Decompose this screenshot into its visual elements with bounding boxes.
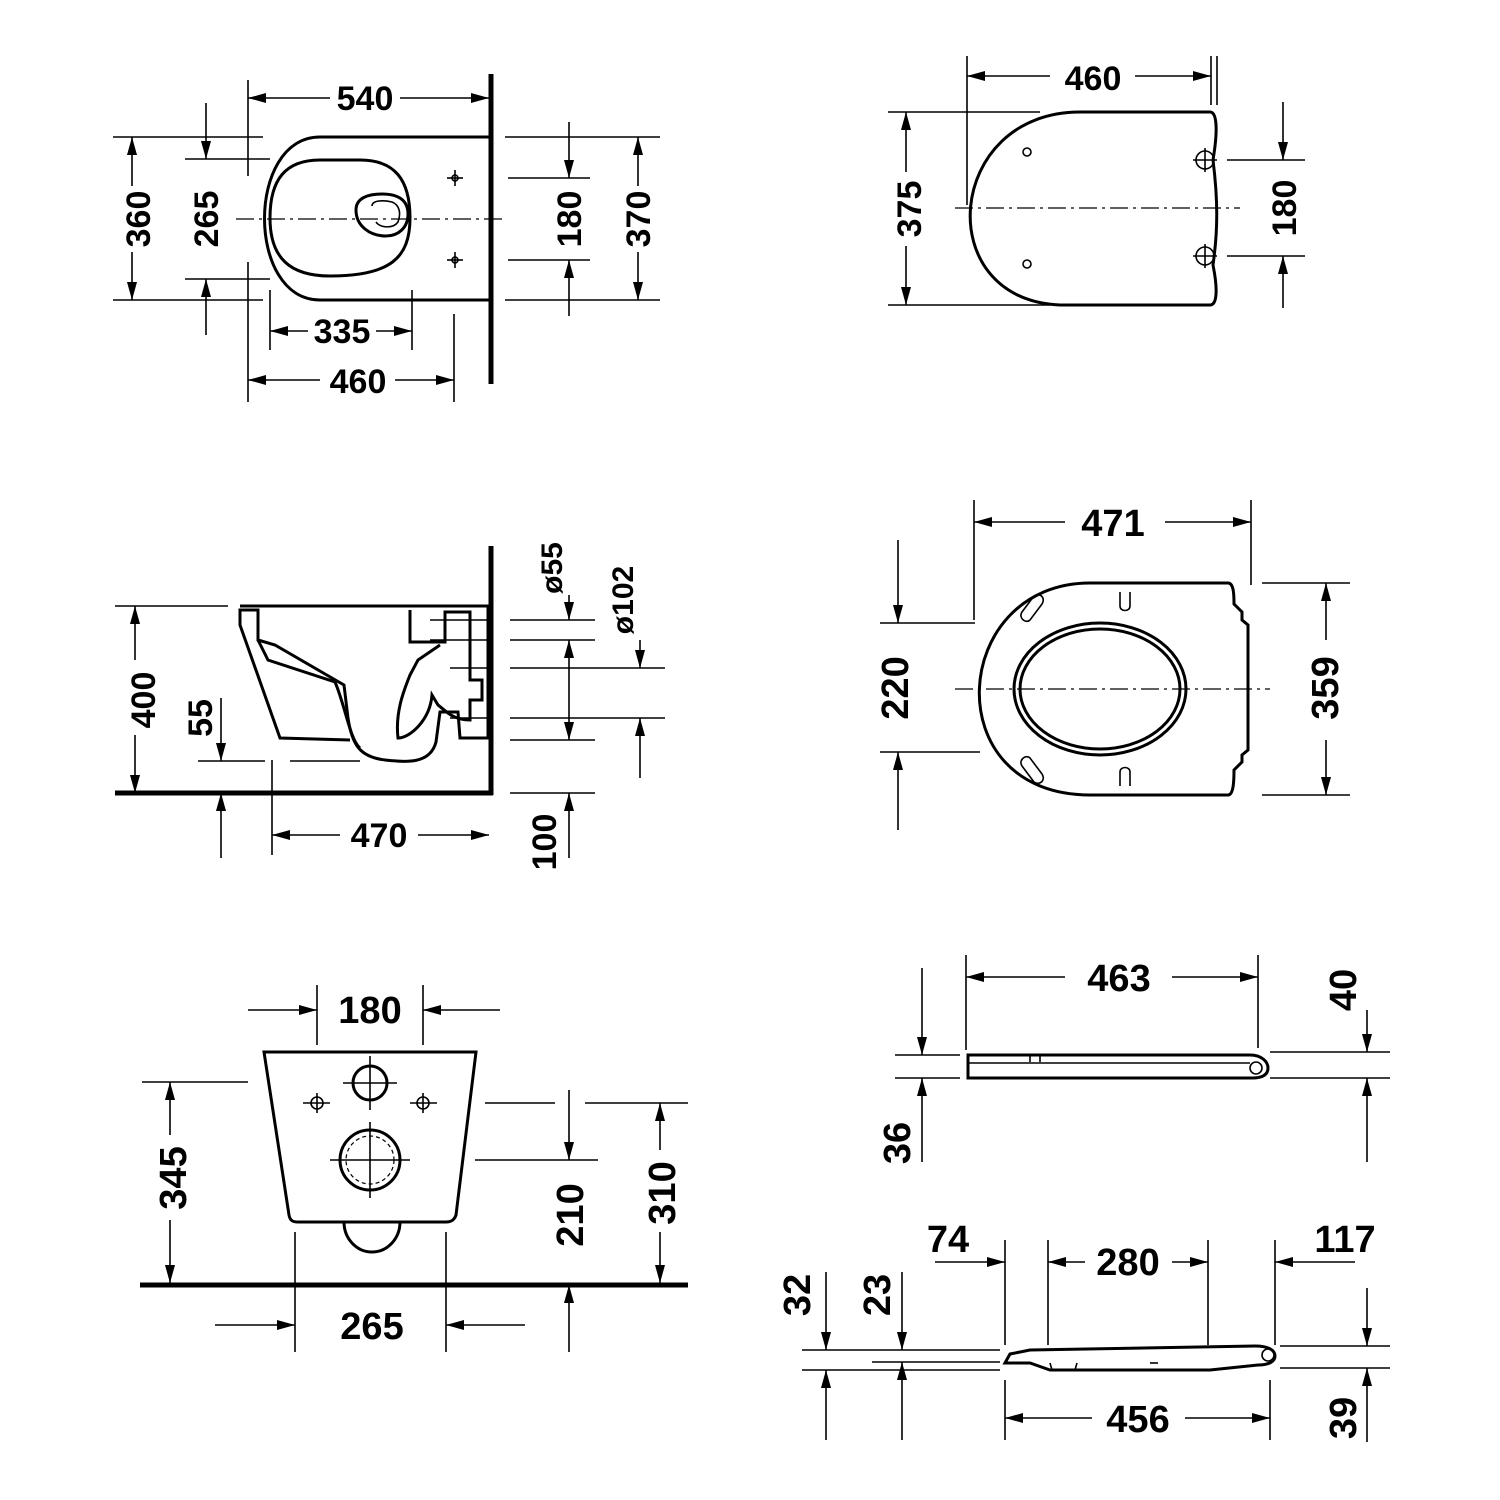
dim-375: 375 <box>891 181 929 238</box>
dim-265-rear: 265 <box>340 1306 403 1348</box>
dim-471: 471 <box>1081 503 1144 545</box>
dim-370: 370 <box>620 191 658 248</box>
dim-460-bowl: 460 <box>330 363 387 401</box>
dim-280: 280 <box>1096 1242 1159 1284</box>
dim-210: 210 <box>550 1183 592 1246</box>
seat-side-open-view: 74 280 117 32 23 456 39 <box>777 1219 1390 1442</box>
dim-310: 310 <box>642 1161 684 1224</box>
dim-265: 265 <box>188 191 226 248</box>
dim-460-lid: 460 <box>1065 60 1122 98</box>
dim-180-lid: 180 <box>1266 180 1304 237</box>
dim-360: 360 <box>120 191 158 248</box>
bowl-rear-view: 180 345 210 310 265 <box>140 985 688 1352</box>
dim-dia-102: ø102 <box>607 566 640 634</box>
dim-100: 100 <box>526 814 564 871</box>
bowl-top-view: 540 360 265 180 370 335 460 <box>113 74 660 402</box>
dim-117: 117 <box>1314 1219 1375 1261</box>
dim-463: 463 <box>1087 958 1150 1000</box>
dim-74: 74 <box>927 1219 969 1261</box>
dim-180-top: 180 <box>551 191 589 248</box>
dim-39: 39 <box>1323 1397 1365 1439</box>
dim-40: 40 <box>1323 969 1365 1011</box>
seat-top-view: 471 220 359 <box>875 500 1350 830</box>
dim-23: 23 <box>857 1274 899 1316</box>
dim-335: 335 <box>314 313 371 351</box>
lid-top-view: 460 375 180 <box>888 56 1305 308</box>
bowl-side-view: 400 55 470 ø55 ø102 100 <box>115 542 665 870</box>
dim-180-rear: 180 <box>338 990 401 1032</box>
dim-540: 540 <box>337 80 394 118</box>
dim-220: 220 <box>875 656 917 719</box>
dim-dia-55: ø55 <box>536 542 569 594</box>
dim-55: 55 <box>182 699 220 737</box>
dim-36: 36 <box>877 1122 919 1164</box>
dim-359: 359 <box>1305 656 1347 719</box>
dim-456: 456 <box>1106 1399 1169 1441</box>
dim-345: 345 <box>153 1146 195 1209</box>
dim-32: 32 <box>777 1274 819 1316</box>
dim-470: 470 <box>351 817 408 855</box>
seat-side-closed-view: 463 40 36 <box>877 955 1390 1164</box>
dim-400: 400 <box>125 672 163 729</box>
